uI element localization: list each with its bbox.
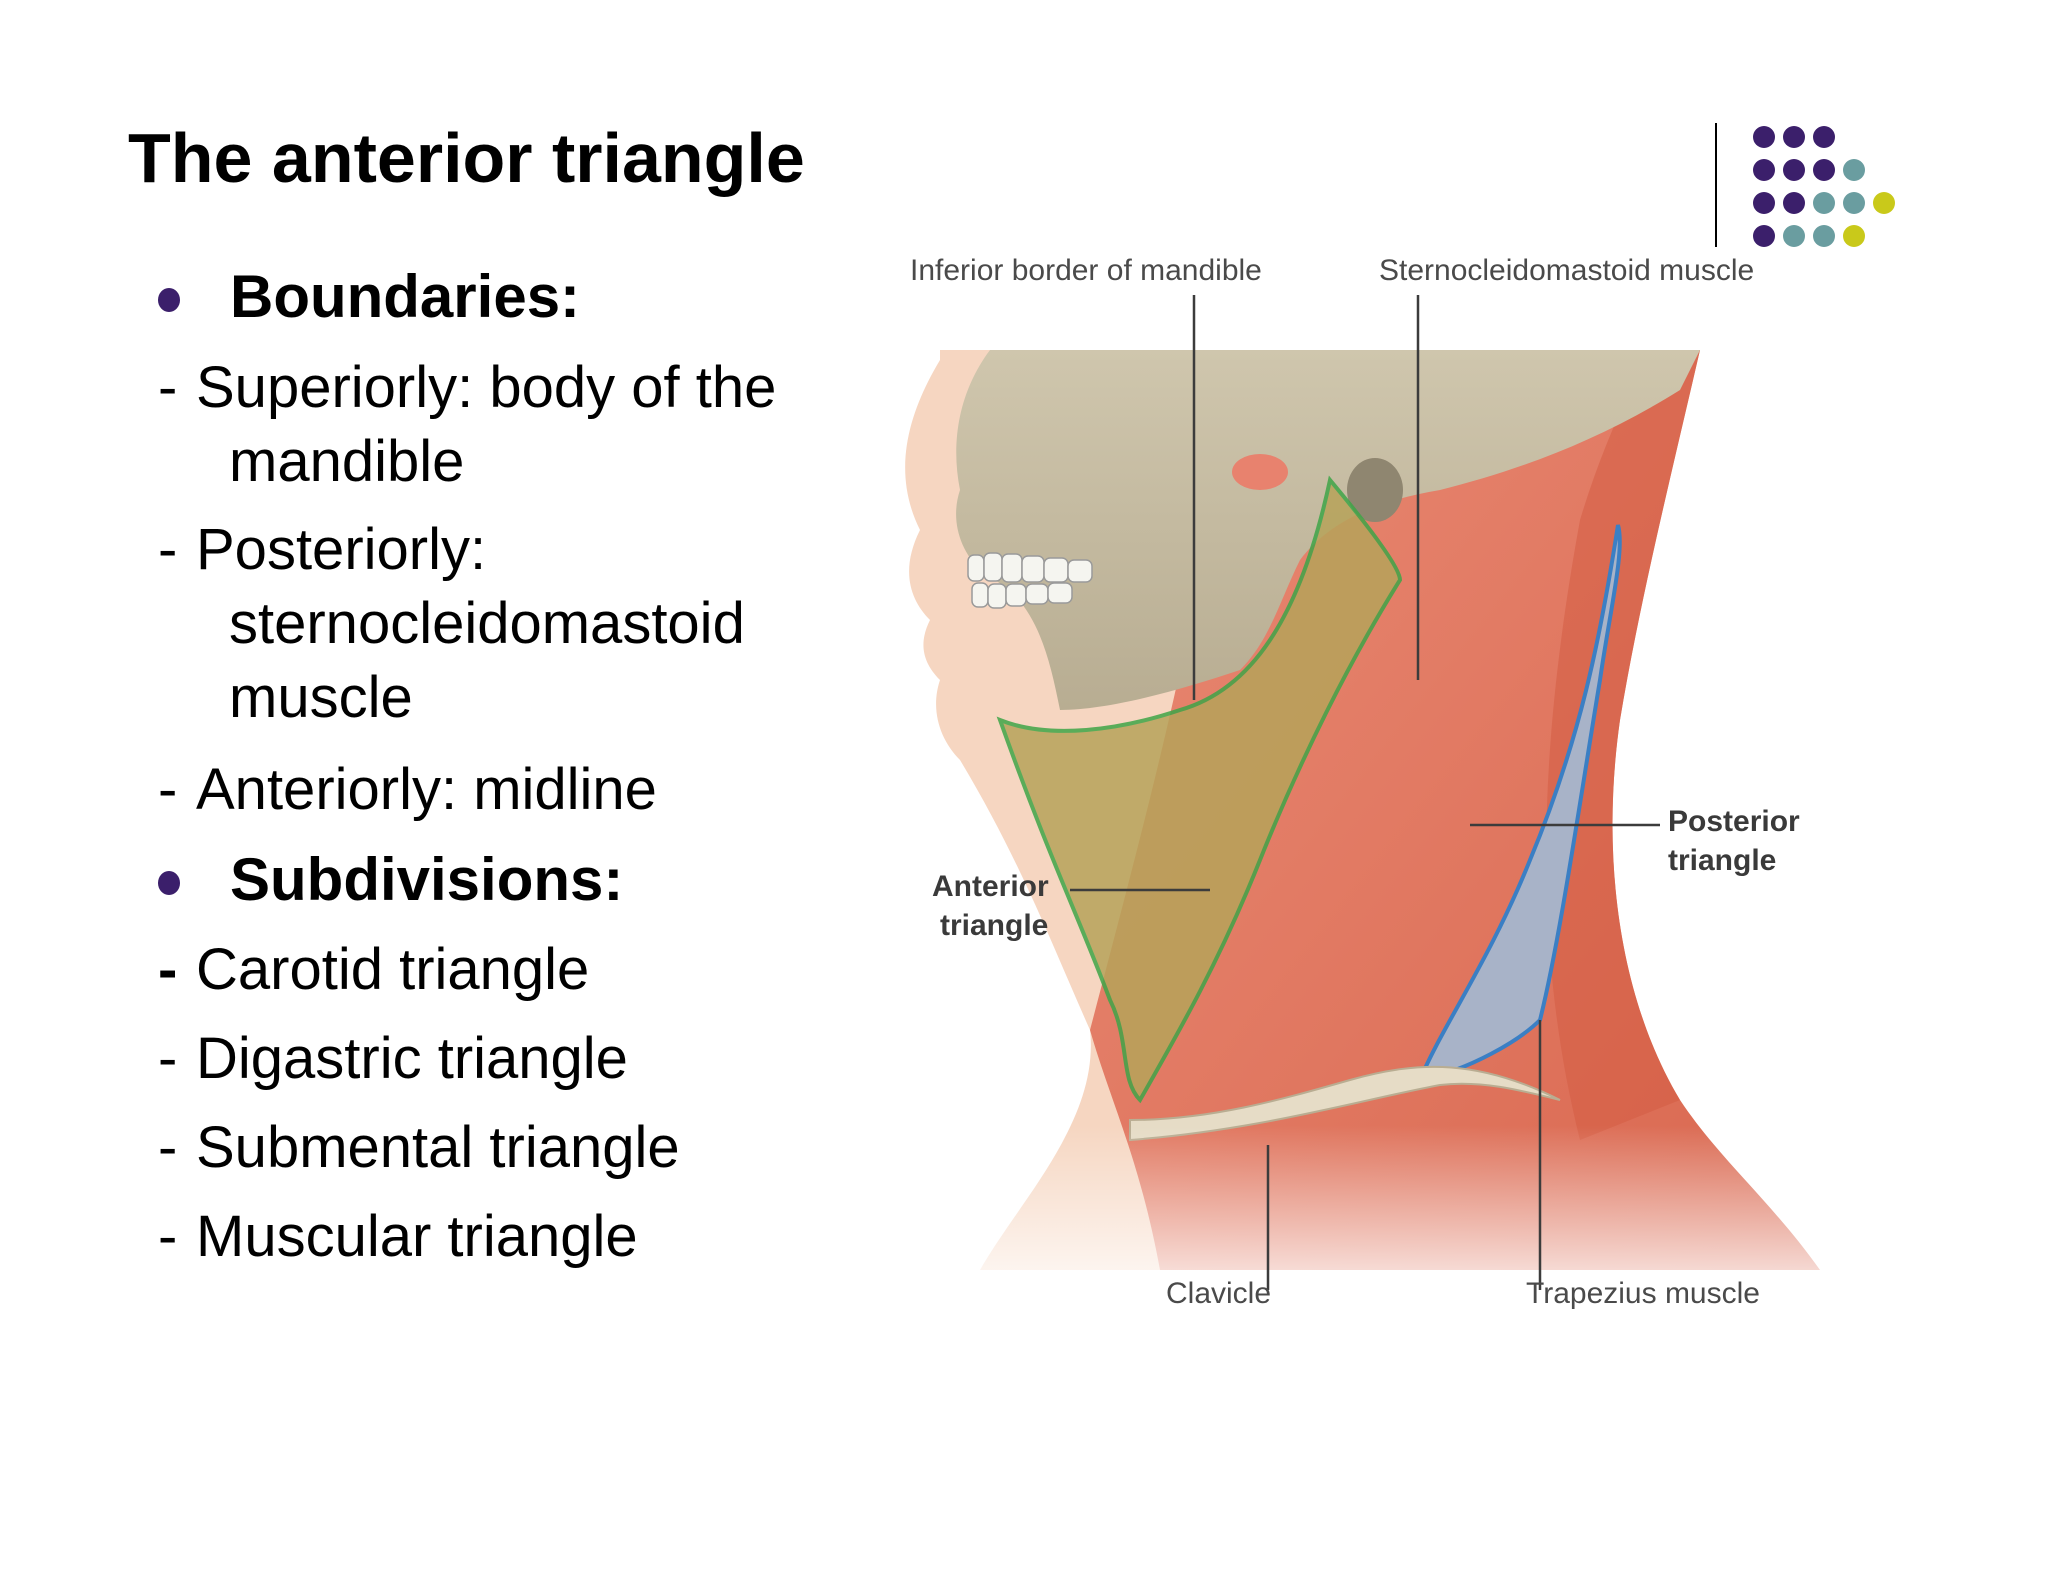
subdivision-item: -Muscular triangle — [158, 1203, 638, 1270]
boundary-posterior-cont-2: muscle — [229, 665, 413, 730]
bullet-label: Subdivisions: — [230, 846, 624, 913]
label-anterior-2: triangle — [940, 909, 1048, 942]
dash: - — [158, 1026, 178, 1091]
label-inferior-border: Inferior border of mandible — [910, 254, 1262, 287]
dash: - — [158, 355, 178, 420]
boundary-text: Anteriorly: midline — [196, 757, 657, 822]
dash: - — [158, 1115, 178, 1180]
dash: - — [158, 757, 178, 822]
subdivision-text: Submental triangle — [196, 1115, 680, 1180]
boundary-anterior: -Anteriorly: midline — [158, 756, 657, 823]
subdivision-item: -Carotid triangle — [158, 936, 589, 1003]
subdivision-text: Digastric triangle — [196, 1026, 628, 1091]
bullet-icon — [158, 871, 180, 895]
label-posterior-2: triangle — [1668, 844, 1776, 877]
label-trapezius: Trapezius muscle — [1526, 1277, 1760, 1310]
subdivision-text: Carotid triangle — [196, 937, 590, 1002]
bullet-icon — [158, 288, 180, 312]
subdivision-text: Muscular triangle — [196, 1204, 638, 1269]
subdivision-item: -Submental triangle — [158, 1114, 680, 1181]
leader-lines — [1070, 295, 1660, 1290]
label-posterior-1: Posterior — [1668, 805, 1800, 838]
neck-anatomy-illustration: Inferior border of mandible Sternocleido… — [880, 240, 1830, 1320]
label-clavicle: Clavicle — [1166, 1277, 1271, 1310]
slide-title: The anterior triangle — [128, 119, 805, 197]
boundary-posterior-cont-1: sternocleidomastoid — [229, 591, 745, 656]
boundary-superior: -Superiorly: body of the — [158, 354, 776, 421]
dash: - — [158, 1204, 178, 1269]
subdivision-item: -Digastric triangle — [158, 1025, 628, 1092]
boundary-text: Superiorly: body of the — [196, 355, 777, 420]
dash: - — [158, 937, 178, 1002]
boundary-posterior: -Posteriorly: — [158, 516, 486, 583]
bullet-label: Boundaries: — [230, 263, 581, 330]
boundary-text: Posteriorly: — [196, 517, 487, 582]
boundary-superior-cont: mandible — [229, 429, 465, 494]
label-anterior-1: Anterior — [932, 870, 1049, 903]
label-sternocleidomastoid: Sternocleidomastoid muscle — [1379, 254, 1754, 287]
dash: - — [158, 517, 178, 582]
decorative-dot-grid — [1753, 126, 1895, 247]
title-divider — [1715, 123, 1717, 247]
